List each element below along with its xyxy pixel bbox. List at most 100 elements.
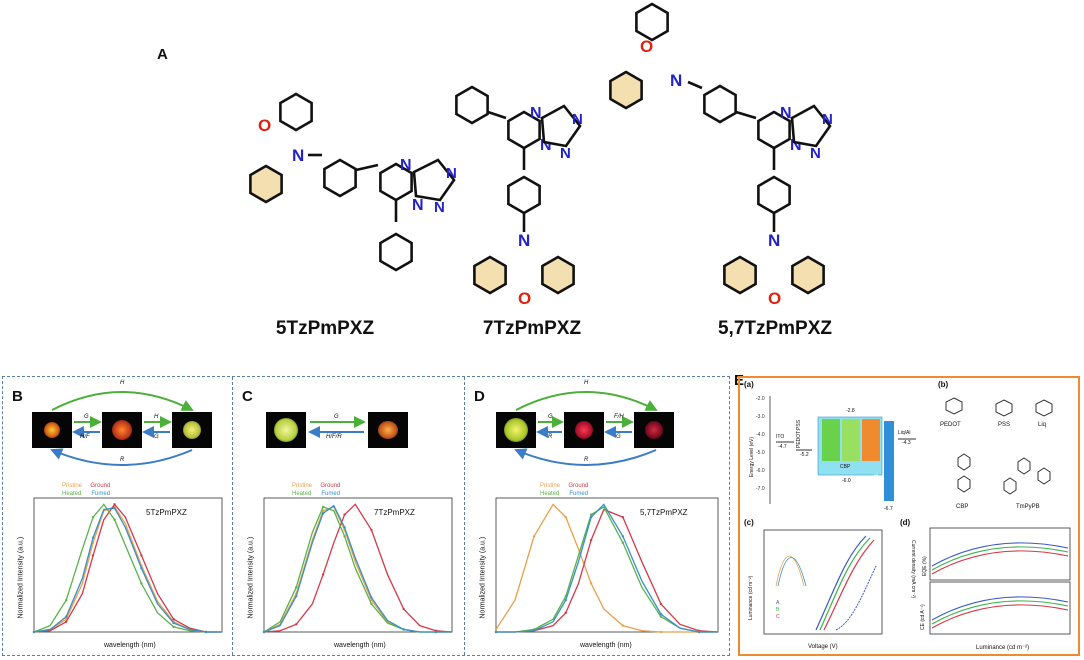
spectrum-chart-c xyxy=(262,497,453,634)
point-D-fumed xyxy=(532,629,536,632)
point-C-heated xyxy=(343,535,346,538)
panel-d-letter: D xyxy=(474,388,485,405)
svg-text:N: N xyxy=(790,137,802,154)
svg-text:-4.0: -4.0 xyxy=(756,432,765,438)
point-C-heated xyxy=(321,505,325,509)
chem-pedot: PEDOT xyxy=(940,422,961,428)
point-B-heated xyxy=(113,518,116,521)
chem-liq: Liq xyxy=(1038,422,1047,428)
d-label-g1: G xyxy=(548,414,553,420)
d-label-g2: G xyxy=(616,434,621,440)
point-D-heated xyxy=(621,541,625,544)
eqe-ce-plots xyxy=(929,527,1071,635)
c-legend-a: A xyxy=(776,600,780,606)
svg-text:N: N xyxy=(292,146,304,165)
plot-frame-B xyxy=(33,497,223,633)
spectrum-chart-d xyxy=(494,497,719,634)
point-D-fumed xyxy=(494,630,498,634)
legend-c-ground: Ground xyxy=(320,483,341,489)
point-C-ground xyxy=(370,528,373,532)
legend-c-fumed: Fumed xyxy=(321,491,341,497)
photo-c-ground xyxy=(368,412,408,448)
point-C-fumed xyxy=(321,512,325,515)
point-D-pristine xyxy=(621,624,625,627)
series-B-pristine xyxy=(33,506,222,633)
point-C-fumed xyxy=(343,526,346,529)
c-ylabel-right: Current density (mA cm⁻²) xyxy=(910,540,916,599)
svg-text:-5.0: -5.0 xyxy=(756,450,765,456)
val-liq: -4.3 xyxy=(902,440,911,446)
series-D-pristine xyxy=(495,503,718,633)
legend-c-pristine: Pristine xyxy=(292,483,313,489)
divider-cd xyxy=(464,377,465,655)
d-xlabel-e: Luminance (cd m⁻²) xyxy=(976,645,1030,651)
stimulus-arrows xyxy=(50,391,658,466)
b-label-h: H xyxy=(120,380,125,386)
c-ylabel-left: Luminance (cd m⁻²) xyxy=(748,575,754,620)
svg-text:N: N xyxy=(434,199,445,216)
point-D-pristine xyxy=(494,628,498,631)
c-ylabel: Normalized Intensity (a.u.) xyxy=(247,536,255,619)
b-xlabel: wavelength (nm) xyxy=(104,642,156,649)
c-xlabel-e: Voltage (V) xyxy=(808,644,838,650)
val-ito: -4.7 xyxy=(778,444,787,450)
divider-bc xyxy=(232,377,233,655)
layer-ito: ITO xyxy=(776,434,785,440)
chem-pss: PSS xyxy=(998,422,1011,428)
point-B-ground xyxy=(65,620,68,623)
jvl-plot xyxy=(763,529,883,635)
d-ylabel: Normalized Intensity (a.u.) xyxy=(479,536,487,619)
d-label-r: R xyxy=(584,457,589,463)
d-label-fh: F/H xyxy=(614,414,624,420)
svg-text:O: O xyxy=(518,289,531,308)
panel-b-letter: B xyxy=(12,388,23,405)
chem-tmpypb: TmPyPB xyxy=(1016,504,1040,510)
legend-b-ground: Ground xyxy=(90,483,111,489)
d-ylabel-top: EQE (%) xyxy=(922,556,928,576)
photo-d-fumed xyxy=(634,412,674,448)
spectrum-chart-b xyxy=(32,497,223,634)
series-B-fumed xyxy=(33,507,222,633)
point-C-pristine xyxy=(321,509,325,512)
point-D-ground xyxy=(621,515,625,519)
chem-cbp: CBP xyxy=(956,504,969,510)
d-ylabel-bottom: CE (cd A⁻¹) xyxy=(920,604,926,630)
point-B-fumed xyxy=(204,630,208,634)
series-C-ground xyxy=(263,503,453,633)
point-C-heated xyxy=(295,586,298,589)
point-C-fumed xyxy=(434,630,438,634)
frame-bcd xyxy=(2,376,730,656)
point-D-pristine xyxy=(532,535,536,538)
series-D-ground xyxy=(496,508,719,633)
series-D-fumed xyxy=(496,503,718,633)
e-sub-d: (d) xyxy=(900,518,911,527)
point-D-pristine xyxy=(589,582,593,585)
c-label-g: G xyxy=(334,414,339,420)
c-compound-label: 7TzPmPXZ xyxy=(374,508,415,517)
series-B-heated xyxy=(33,503,222,633)
legend-b-heated: Heated xyxy=(62,491,82,497)
photo-c-pristine xyxy=(266,412,306,448)
point-D-ground xyxy=(589,538,593,542)
svg-text:N: N xyxy=(768,231,780,250)
energy-level-diagram: -2.0-3.0-4.0 -5.0-6.0-7.0 xyxy=(756,396,916,504)
point-D-fumed xyxy=(564,598,567,602)
svg-text:N: N xyxy=(822,111,833,128)
photo-d-pristine xyxy=(496,412,536,448)
svg-text:O: O xyxy=(640,37,653,56)
svg-text:N: N xyxy=(400,157,412,174)
point-D-fumed xyxy=(697,630,701,634)
point-C-fumed xyxy=(370,596,373,599)
svg-text:O: O xyxy=(258,116,271,135)
layer-cbp: CBP xyxy=(840,464,851,470)
val-cbp-bottom: -6.0 xyxy=(842,478,851,484)
point-C-heated xyxy=(370,602,373,606)
svg-text:N: N xyxy=(780,105,792,122)
point-B-ground xyxy=(113,503,116,506)
legend-d: Pristine Ground Heated Fumed xyxy=(540,482,650,498)
molecule-57TzPmPXZ: O N N N N N N O xyxy=(609,2,833,308)
point-B-fumed xyxy=(91,536,95,539)
b-compound-label: 5TzPmPXZ xyxy=(146,508,187,517)
plot-frame-D xyxy=(495,497,719,633)
point-B-fumed xyxy=(140,566,143,570)
